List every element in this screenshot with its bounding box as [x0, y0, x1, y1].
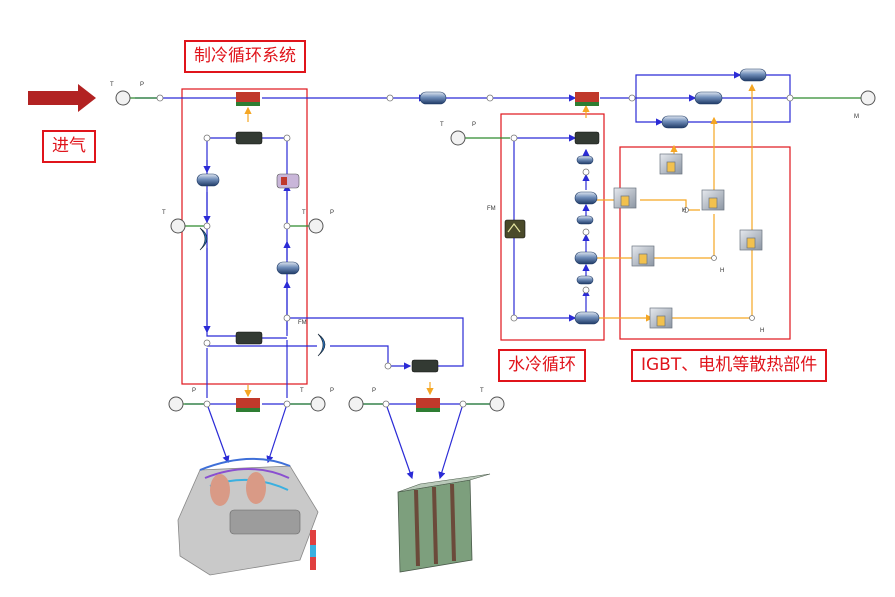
- port-label-fm: FM: [487, 206, 496, 212]
- port-label-h: H: [720, 268, 724, 274]
- port-label-t: T: [440, 122, 444, 128]
- port-label-fm: FM: [298, 320, 307, 326]
- components-label: IGBT、电机等散热部件: [631, 349, 828, 382]
- port-label-t: T: [110, 82, 114, 88]
- refrigeration-loop-box: [181, 88, 308, 385]
- water-cooling-loop-box: [500, 113, 605, 341]
- battery-pack-model: [397, 473, 491, 573]
- water-cooling-loop-label: 水冷循环: [498, 349, 586, 382]
- port-label-t: T: [480, 388, 484, 394]
- port-label-m: M: [854, 114, 859, 120]
- port-label-p: P: [330, 388, 334, 394]
- cabin-airflow-model: [177, 457, 319, 576]
- component-group-box: [619, 146, 791, 340]
- refrigeration-loop-label: 制冷循环系统: [184, 40, 306, 73]
- expansion-valve-icon: [276, 173, 300, 189]
- port-label-t: T: [300, 388, 304, 394]
- port-label-p: P: [372, 388, 376, 394]
- cold-plate-icons: [235, 131, 600, 373]
- heat-exchanger-icons: [236, 92, 599, 412]
- port-label-p: P: [330, 210, 334, 216]
- thermal-component-icons: [613, 153, 763, 329]
- port-label-t: T: [162, 210, 166, 216]
- junction-nodes: [156, 94, 794, 408]
- pump-icon: [504, 219, 526, 239]
- sensor-gauges: [115, 90, 876, 412]
- compressor-icons: [199, 227, 326, 357]
- port-label-h: H: [760, 328, 764, 334]
- pipe-icons: [196, 68, 767, 325]
- intake-arrow: [28, 84, 96, 112]
- port-label-h: H: [682, 208, 686, 214]
- port-label-t: T: [302, 210, 306, 216]
- port-label-p: P: [192, 388, 196, 394]
- intake-label: 进气: [42, 130, 96, 163]
- port-label-p: P: [472, 122, 476, 128]
- port-label-p: P: [140, 82, 144, 88]
- port-labels: T P T P T T P M FM FM H H H P T P P T: [110, 82, 859, 394]
